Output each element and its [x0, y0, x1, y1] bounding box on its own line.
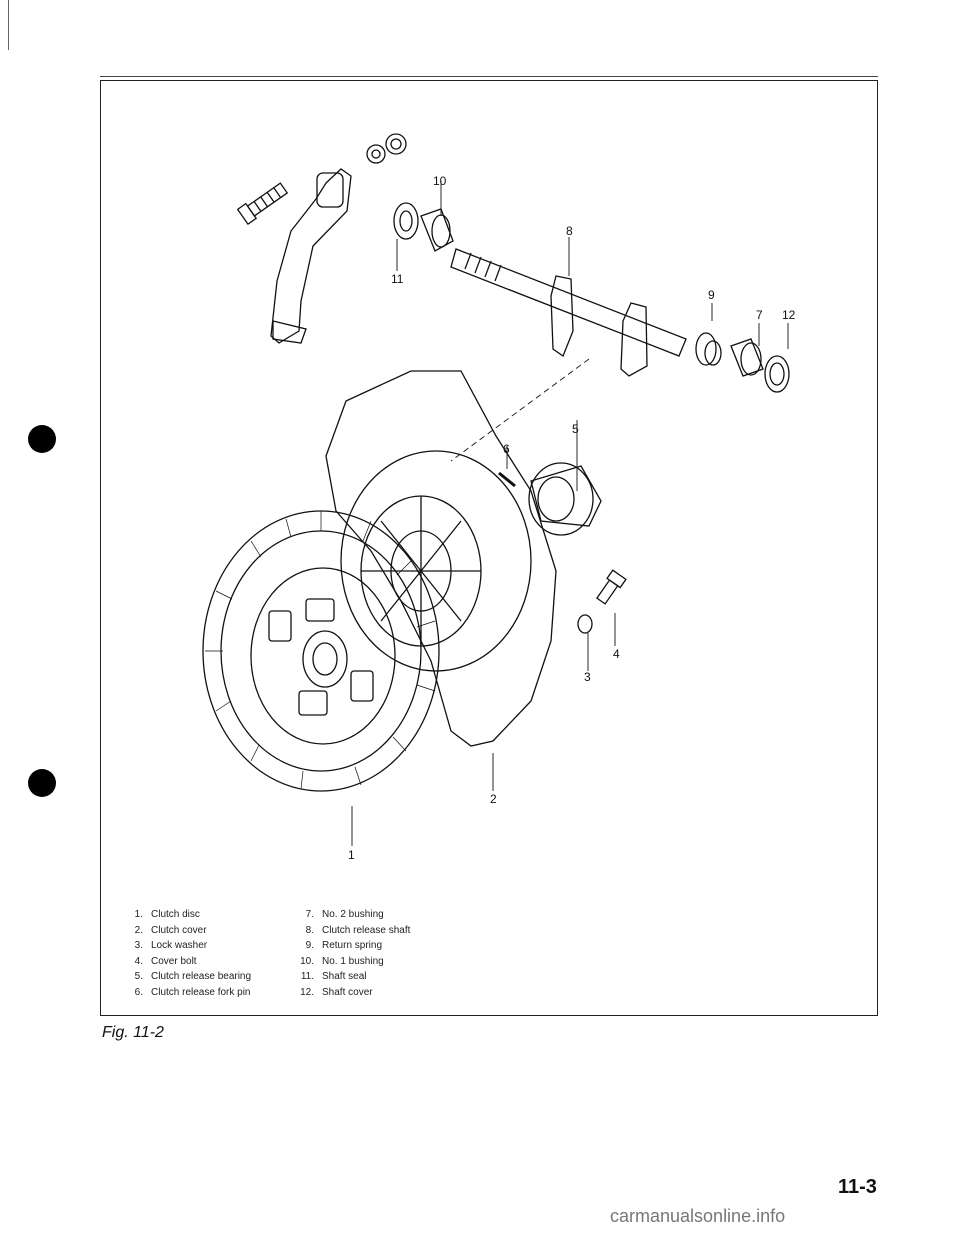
legend-item: 5.Clutch release bearing	[134, 971, 252, 982]
figure-caption: Fig. 11-2	[102, 1024, 164, 1041]
release-fork-part	[270, 168, 352, 344]
frame-top-rule	[100, 76, 878, 77]
callout-4: 4	[613, 647, 620, 661]
legend-item: 6.Clutch release fork pin	[134, 986, 251, 998]
legend-item: 12.Shaft cover	[300, 986, 373, 998]
callout-6: 6	[503, 442, 510, 456]
legend-item: 8.Clutch release shaft	[305, 924, 411, 936]
callout-11: 11	[391, 272, 404, 286]
legend-column-left: 1.Clutch disc 2.Clutch cover 3.Lock wash…	[115, 907, 251, 1000]
legend-item: 3.Lock washer	[134, 940, 208, 951]
legend-item: 10.No. 1 bushing	[300, 955, 384, 967]
clutch-disc-part	[202, 510, 440, 792]
release-shaft-part	[450, 248, 687, 377]
clutch-exploded-diagram: 1 2 3 4 5 6 7 8 9 10 11 12	[101, 81, 877, 901]
punch-hole-upper	[28, 425, 56, 453]
legend-item: 7.No. 2 bushing	[305, 909, 384, 920]
legend-column-right: 7.No. 2 bushing 8.Clutch release shaft 9…	[286, 907, 410, 1000]
page-number: 11-3	[838, 1176, 877, 1198]
legend-item: 4.Cover bolt	[134, 955, 197, 967]
callout-3: 3	[584, 670, 591, 684]
legend-item: 9.Return spring	[305, 940, 383, 951]
callout-12: 12	[782, 308, 796, 322]
legend-item: 11.Shaft seal	[300, 971, 367, 982]
figure-frame: 1 2 3 4 5 6 7 8 9 10 11 12 1.Clutch disc…	[100, 80, 878, 1016]
callout-8: 8	[566, 224, 573, 238]
legend-item: 1.Clutch disc	[134, 909, 200, 920]
fork-bolt	[236, 182, 289, 226]
legend-item: 2.Clutch cover	[134, 924, 207, 936]
callout-10: 10	[433, 174, 447, 188]
site-watermark: carmanualsonline.info	[610, 1206, 786, 1226]
callout-7: 7	[756, 308, 763, 322]
callout-5: 5	[572, 422, 579, 436]
callout-2: 2	[490, 792, 497, 806]
clutch-cover-part	[325, 370, 557, 747]
punch-hole-lower	[28, 769, 56, 797]
callout-1: 1	[348, 848, 355, 862]
callout-9: 9	[708, 288, 715, 302]
parts-legend: 1.Clutch disc 2.Clutch cover 3.Lock wash…	[101, 899, 877, 1009]
margin-mark	[8, 0, 9, 50]
release-bearing-part	[528, 462, 602, 536]
leader-lines	[351, 181, 789, 846]
